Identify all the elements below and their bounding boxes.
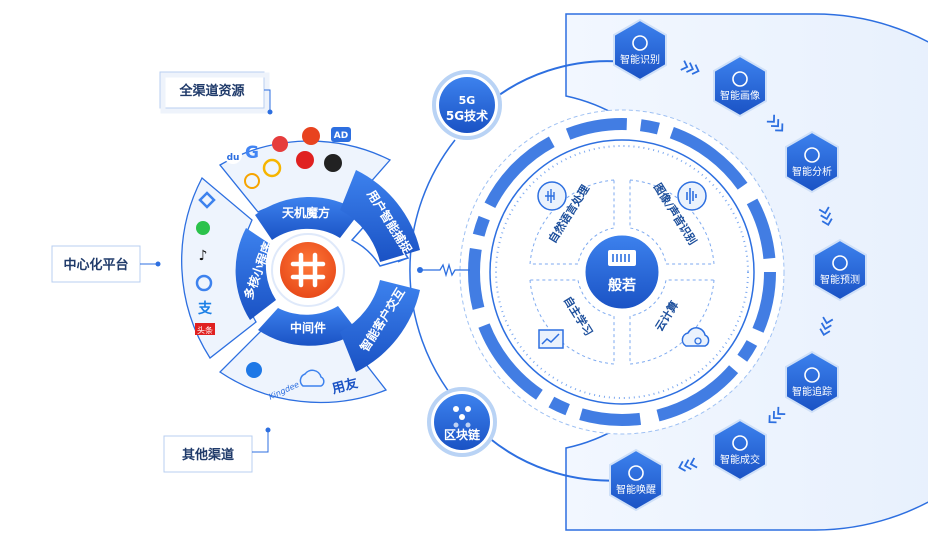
inner-ring: [235, 170, 420, 372]
lightbulb-icon: [628, 465, 644, 481]
chevron-arrow-icon: [818, 206, 833, 226]
google-icon: G: [245, 143, 259, 163]
cloud-gear-icon: [681, 327, 710, 347]
arc-left-outer: [409, 139, 456, 401]
capability-hex: 智能成交: [713, 418, 767, 482]
capability-label: 智能唤醒: [616, 483, 656, 496]
center-logo: [280, 242, 336, 298]
capability-label: 智能预测: [820, 273, 860, 286]
other-channels-label: 其他渠道: [182, 447, 234, 463]
core-title: 般若: [608, 277, 636, 294]
capability-hex: 智能追踪: [785, 350, 839, 414]
blockchain-label: 区块链: [444, 427, 481, 442]
capability-label: 智能成交: [720, 453, 760, 466]
prediction-icon: [832, 255, 848, 271]
channel-logos-top: du G AD: [224, 127, 351, 189]
nlp-icon: [537, 181, 567, 211]
capability-hex: 智能识别: [613, 18, 667, 82]
server-icon: [608, 250, 636, 266]
learning-chart-icon: [538, 329, 564, 349]
alipay-icon: 支: [197, 300, 213, 317]
capability-chevrons: [678, 60, 834, 472]
user-capture-sector: [340, 170, 420, 262]
core-ring-dots: [495, 145, 749, 399]
face-scan-icon: [632, 35, 648, 51]
chevron-arrow-icon: [819, 316, 834, 336]
signal-wave: [418, 262, 470, 278]
core-ring-thick: [468, 118, 776, 426]
smart-interaction-sector: [340, 280, 420, 372]
baidu-icon: du: [227, 153, 240, 163]
capability-label: 智能画像: [720, 89, 760, 102]
center-platform-box: 中心化平台: [51, 245, 161, 283]
center-platform-label: 中心化平台: [63, 257, 128, 273]
middleware-label: 中间件: [290, 320, 326, 335]
capability-label: 智能分析: [792, 165, 832, 178]
ad-badge: AD: [334, 131, 348, 141]
capability-label: 智能追踪: [792, 385, 832, 398]
hash-logo-icon: [290, 252, 326, 288]
channel-logos-middle: ♪ 支 头条: [195, 191, 216, 335]
omni-channel-label: 全渠道资源: [178, 83, 244, 99]
capability-hex: 智能画像: [713, 54, 767, 118]
profile-icon: [732, 71, 748, 87]
chevron-arrow-icon: [766, 114, 784, 132]
tech-5g-label: 5G技术: [446, 108, 488, 123]
chevron-arrow-icon: [768, 406, 786, 424]
tiktok-icon: ♪: [199, 248, 208, 264]
capability-label: 智能识别: [620, 53, 660, 66]
tianji-label: 天机魔方: [282, 205, 330, 220]
blockchain-node: 区块链: [427, 387, 497, 457]
core-ring-thin: [489, 139, 755, 405]
core-quadrants: [529, 179, 715, 365]
chevron-arrow-icon: [678, 457, 698, 472]
blockchain-icon: [453, 406, 471, 428]
chevron-arrow-icon: [680, 60, 700, 75]
toutiao-icon: 头条: [197, 325, 213, 335]
capability-hex: 智能预测: [813, 238, 867, 302]
badge-5g-icon: 5G: [459, 94, 476, 107]
core-center: [582, 232, 662, 312]
handshake-icon: [732, 435, 748, 451]
yonyou-icon: 用友: [329, 375, 359, 397]
capability-hex: 智能唤醒: [609, 448, 663, 512]
omni-channel-box: 全渠道资源: [159, 71, 273, 115]
capability-hex: 智能分析: [785, 130, 839, 194]
analysis-icon: [804, 147, 820, 163]
other-channels-box: 其他渠道: [163, 427, 271, 473]
tracking-icon: [804, 367, 820, 383]
voice-recognition-icon: [677, 181, 707, 211]
tech-5g-node: 5G 5G技术: [432, 70, 502, 140]
